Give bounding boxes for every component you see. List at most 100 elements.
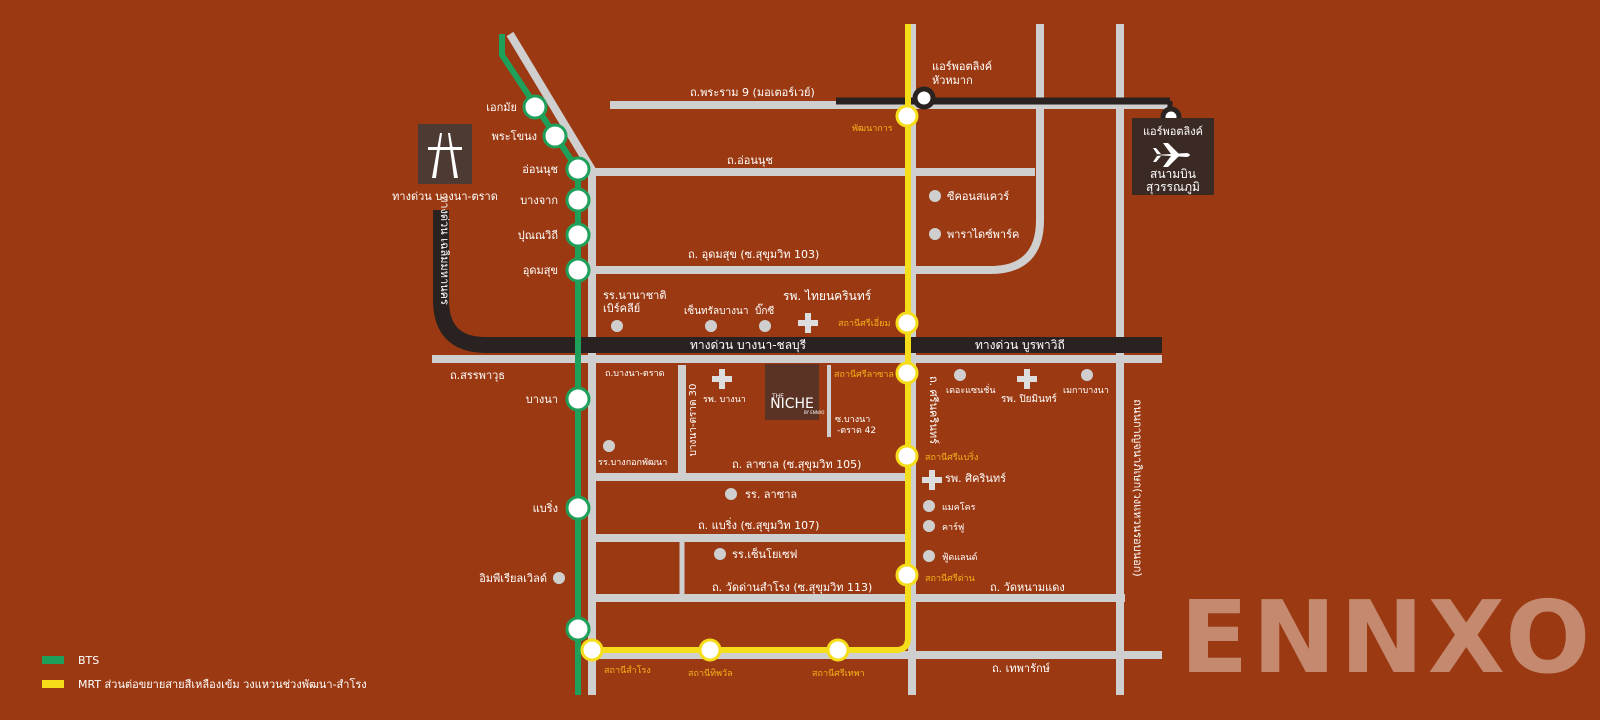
mrt-station-thipphawan[interactable] <box>698 638 722 662</box>
label-paradise: พาราไดซ์พาร์ค <box>947 228 1019 241</box>
landmark-dot-thecene <box>954 369 966 381</box>
mrt-yellow-line <box>592 24 911 653</box>
label-joseph: รร.เซ็นโยเซฟ <box>732 547 797 561</box>
label-theparak: ถ. เทพารักษ์ <box>992 662 1050 675</box>
bts-station-bangna[interactable] <box>565 386 591 412</box>
mrt-label-sri-dan: สถานีศรีด่าน <box>925 573 975 584</box>
legend-swatch-mrt <box>42 680 64 688</box>
bts-label-ekkamai: เอกมัย <box>486 101 517 114</box>
label-foodland: ฟู้ดแลนด์ <box>942 551 978 563</box>
label-soi-42-a: ซ.บางนา <box>835 415 870 425</box>
landmark-markers <box>553 190 1093 584</box>
landmark-dot-berkeley <box>611 320 623 332</box>
ennxo-watermark: ENNXO <box>1180 579 1594 696</box>
mrt-station-pattanakarn[interactable] <box>895 104 919 128</box>
landmark-dot-carfour <box>923 520 935 532</box>
label-makro: แมคโคร <box>942 502 976 513</box>
landmark-dot-mega <box>1081 369 1093 381</box>
airport-box-name-2: สุวรรณภูมิ <box>1146 180 1200 195</box>
label-wat-nam-daeng: ถ. วัดหนามแดง <box>990 581 1065 594</box>
bts-station-ekkamai[interactable] <box>522 94 548 120</box>
bts-station-phra-khanong[interactable] <box>542 123 568 149</box>
bts-station-bang-chak[interactable] <box>565 187 591 213</box>
legend: BTS MRT ส่วนต่อขยายสายสีเหลืองเข้ม วงแหว… <box>42 654 367 691</box>
mrt-station-samrong[interactable] <box>580 638 604 662</box>
mrt-stations <box>580 104 919 662</box>
label-bangna-trad-exp: ทางด่วน บางนา-ตราด <box>392 190 498 203</box>
label-berkeley-2: เบิร์คลีย์ <box>603 302 640 315</box>
label-airport-link-hua-mak-2: หัวหมาก <box>932 74 973 87</box>
mrt-label-samrong: สถานีสำโรง <box>604 665 651 676</box>
bts-station-samrong[interactable] <box>565 616 591 642</box>
label-lasalle: ถ. ลาซาล (ซ.สุขุมวิท 105) <box>732 458 861 471</box>
bts-station-udomsuk[interactable] <box>565 257 591 283</box>
mrt-label-sri-lasalle: สถานีศรีลาซาล <box>834 369 894 380</box>
bts-stations <box>522 94 591 642</box>
mrt-station-labels: พัฒนาการ สถานีศรีเอี่ยม สถานีศรีลาซาล สถ… <box>604 124 978 679</box>
bts-station-labels: เอกมัย พระโขนง อ่อนนุช บางจาก ปุณณวิถี อ… <box>486 101 558 515</box>
label-burapha-exp: ทางด่วน บูรพาวิถี <box>975 338 1065 353</box>
label-srinagarindra: ถ. ศรีนครินทร์ <box>927 376 940 444</box>
label-wat-dan: ถ. วัดด่านสำโรง (ซ.สุขุมวิท 113) <box>712 580 872 594</box>
label-carfour: คาร์ฟู <box>942 521 964 533</box>
niche-sub: BY ENNXO <box>804 410 824 415</box>
mrt-label-sri-iam: สถานีศรีเอี่ยม <box>838 316 890 329</box>
mrt-label-sri-bearing: สถานีศรีแบริ่ง <box>925 450 978 463</box>
bts-label-punnawithi: ปุณณวิถี <box>518 229 558 242</box>
expressway-sign <box>418 124 472 184</box>
hospital-icon-thai-nakarin <box>798 313 818 333</box>
mrt-station-sri-iam[interactable] <box>895 311 919 335</box>
label-bigc: บิ๊กซี <box>755 303 774 317</box>
bts-station-onnut[interactable] <box>565 156 591 182</box>
mrt-station-sri-thepha[interactable] <box>826 638 850 662</box>
mrt-label-thipphawan: สถานีทิพวัล <box>688 668 733 679</box>
bts-label-bang-chak: บางจาก <box>520 194 558 207</box>
landmark-dot-seacon <box>929 190 941 202</box>
landmark-dot-makro <box>923 500 935 512</box>
mrt-station-sri-dan[interactable] <box>895 563 919 587</box>
mrt-station-sri-bearing[interactable] <box>895 444 919 468</box>
label-central: เซ็นทรัลบางนา <box>684 303 748 317</box>
hospital-icon-pyamin <box>1017 369 1037 389</box>
legend-label-bts: BTS <box>78 654 99 667</box>
mrt-station-sri-lasalle[interactable] <box>895 361 919 385</box>
bts-label-udomsuk: อุดมสุข <box>523 264 558 277</box>
landmark-dot-lasalle-school <box>725 488 737 500</box>
mrt-label-sri-thepha: สถานีศรีเทพา <box>812 668 865 679</box>
label-berkeley-1: รร.นานาชาติ <box>603 289 667 302</box>
road-udomsuk <box>592 24 1044 274</box>
label-soi-42-b: -ตราด 42 <box>837 426 876 436</box>
label-mega: เมกาบางนา <box>1063 386 1109 396</box>
airplane-icon <box>1153 143 1190 167</box>
label-airport-link-hua-mak-1: แอร์พอตลิงค์ <box>932 60 992 73</box>
airport-box-title: แอร์พอตลิงค์ <box>1143 125 1203 138</box>
label-bangna-trad-30: บางนา-ตราด 30 <box>688 384 699 457</box>
legend-swatch-bts <box>42 656 64 664</box>
hospital-icon-bangna <box>712 369 732 389</box>
landmark-dot-central <box>705 320 717 332</box>
label-imperial: อิมพีเรียลเวิลด์ <box>479 572 547 585</box>
landmark-dot-foodland <box>923 550 935 562</box>
label-sikarin: รพ. ศิครินทร์ <box>945 472 1006 485</box>
landmark-dot-joseph <box>714 548 726 560</box>
label-pyamin: รพ. ปิยมินทร์ <box>1001 393 1058 405</box>
label-bearing: ถ. แบริ่ง (ซ.สุขุมวิท 107) <box>698 517 819 532</box>
label-bangkok-pat: รร.บางกอกพัฒนา <box>598 458 667 468</box>
bts-station-bearing[interactable] <box>565 495 591 521</box>
bts-station-punnawithi[interactable] <box>565 222 591 248</box>
label-seacon: ซีคอนสแควร์ <box>947 190 1009 203</box>
expressway-chalerm <box>433 210 1162 353</box>
bts-label-bangna: บางนา <box>526 393 558 406</box>
legend-label-mrt: MRT ส่วนต่อขยายสายสีเหลืองเข้ม วงแหวนช่ว… <box>78 677 367 691</box>
hospital-icon-sikarin <box>922 470 942 490</box>
label-chalerm-exp: ทางด่วน เฉลิมมหานคร <box>438 195 451 305</box>
landmark-dot-bigc <box>759 320 771 332</box>
label-outer-ring: ถนนกาญจนาภิเษก(วงแหวนรอบนอก) <box>1131 399 1144 576</box>
the-niche-project-box[interactable] <box>765 364 819 420</box>
landmark-dot-bangkok-pat <box>603 440 615 452</box>
niche-name: NICHE <box>770 396 814 412</box>
airport-link-station-hua-mak[interactable] <box>912 86 936 110</box>
hospital-markers <box>712 313 1037 490</box>
label-thai-nakarin: รพ. ไทยนครินทร์ <box>783 289 872 303</box>
